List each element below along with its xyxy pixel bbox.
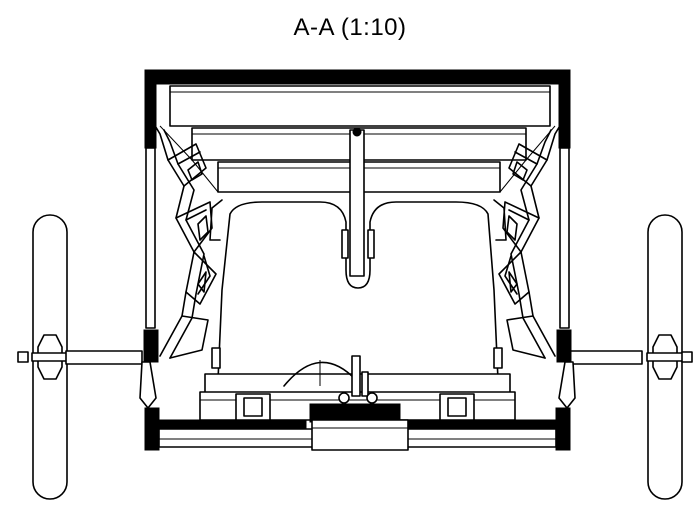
steering-column [349,127,365,277]
side-bolts [211,229,503,369]
right-axle [565,350,693,365]
left-axle [17,350,143,365]
upper-deck [159,85,556,193]
left-wheel [31,214,69,500]
lower-mechanism [199,355,516,451]
section-title: A-A (1:10) [293,14,407,41]
right-wheel [646,214,684,500]
